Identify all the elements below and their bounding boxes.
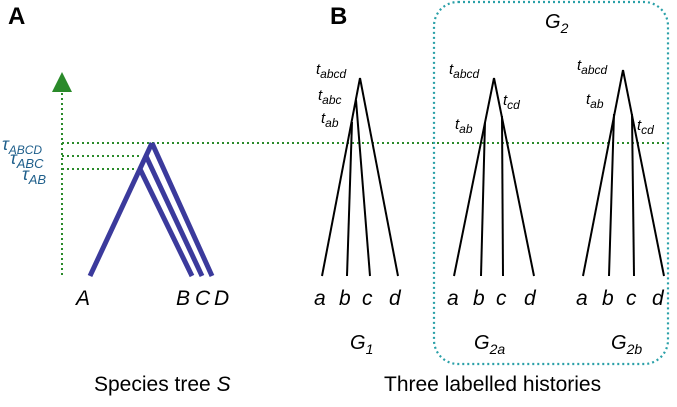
- g1-leaf-a: a: [314, 287, 326, 310]
- g2a-leaf-d: d: [524, 287, 537, 310]
- g2a-t-abcd: tabcd: [449, 61, 480, 81]
- g1-edge-a: [321, 77, 361, 277]
- g2b-edge-b: [608, 113, 615, 277]
- g2a-edge-d: [493, 77, 535, 277]
- species-leaf-a: A: [74, 287, 90, 310]
- panel-label-a: A: [8, 3, 25, 30]
- g2b-t-cd: tcd: [637, 117, 654, 137]
- g2a-edge-b: [480, 121, 486, 277]
- species-edge-b: [137, 167, 195, 278]
- g1-edge-c: [355, 99, 371, 277]
- g2a-t-cd: tcd: [503, 92, 520, 112]
- g2a-label: G2a: [474, 332, 505, 357]
- g1-leaf-c: c: [362, 287, 373, 310]
- panel-label-b: B: [330, 3, 347, 30]
- species-tree-caption: Species tree S: [94, 373, 231, 396]
- g1-leaf-b: b: [339, 287, 351, 310]
- species-edge-c: [143, 154, 205, 278]
- g2b-t-abcd: tabcd: [577, 57, 608, 77]
- g2b-leaf-a: a: [576, 287, 588, 310]
- g1-edge-d: [359, 77, 399, 277]
- histories-caption: Three labelled histories: [384, 373, 601, 396]
- tau-abcd-label: τABCD: [2, 134, 42, 157]
- g1-label: G1: [350, 332, 373, 357]
- g2a-leaf-a: a: [447, 287, 459, 310]
- g1-edge-b: [346, 121, 353, 277]
- g2b-edge-c: [631, 113, 635, 277]
- g1-t-ab: tab: [321, 110, 339, 130]
- species-edge-a: [87, 141, 155, 278]
- species-tree: [87, 141, 215, 278]
- g2b-edge-a: [582, 69, 624, 277]
- tau-abc-label: τABC: [10, 148, 44, 171]
- species-edge-d: [149, 141, 215, 278]
- gene-tree-g2a: [453, 77, 535, 277]
- g1-t-abcd: tabcd: [316, 61, 347, 81]
- g2b-label: G2b: [611, 332, 642, 357]
- g1-t-abc: tabc: [318, 87, 342, 107]
- g2b-leaf-c: c: [626, 287, 637, 310]
- g2b-leaf-d: d: [652, 287, 665, 310]
- g2b-edge-d: [622, 69, 665, 277]
- species-leaf-b: B: [176, 287, 190, 310]
- g2-box-label: G2: [545, 11, 569, 36]
- g2a-t-ab: tab: [455, 116, 473, 136]
- g2a-leaf-c: c: [496, 287, 507, 310]
- g2-group-box: [432, 0, 670, 366]
- tau-ab-label: τAB: [22, 164, 46, 187]
- g1-leaf-d: d: [389, 287, 402, 310]
- gene-tree-g2b: [582, 69, 665, 277]
- species-leaf-c: C: [195, 287, 211, 310]
- g2b-leaf-b: b: [602, 287, 614, 310]
- g2a-leaf-b: b: [473, 287, 485, 310]
- gene-tree-g1: [321, 77, 399, 277]
- g2a-edge-a: [453, 77, 495, 277]
- g2b-t-ab: tab: [586, 91, 604, 111]
- g2a-edge-c: [501, 115, 504, 277]
- species-leaf-d: D: [214, 287, 229, 310]
